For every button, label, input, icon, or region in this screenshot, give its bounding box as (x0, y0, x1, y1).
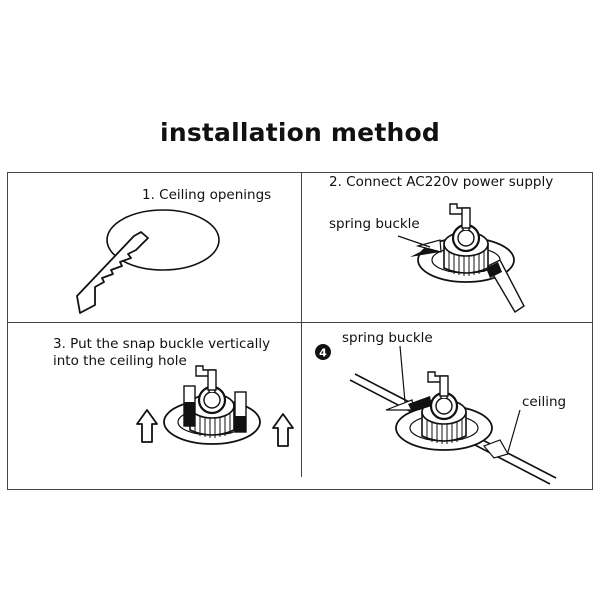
step-1-label: 1. Ceiling openings (142, 187, 272, 203)
up-arrow-icon (272, 413, 294, 447)
step-3-label-line-1: 3. Put the snap buckle vertically (53, 336, 271, 352)
panel-divider-vertical (301, 172, 302, 477)
saw-icon (76, 209, 220, 314)
step-3-label-line-2: into the ceiling hole (53, 353, 187, 369)
step-number-badge-icon: 4 (315, 344, 331, 360)
up-arrow-icon (136, 409, 158, 443)
step-4-spring-buckle-label: spring buckle (342, 330, 433, 346)
diagram-frame (7, 172, 593, 490)
panel-divider-horizontal (7, 322, 593, 323)
page-title: installation method (160, 118, 440, 147)
step-2-label: 2. Connect AC220v power supply (329, 174, 554, 190)
step-4-ceiling-label: ceiling (522, 394, 567, 410)
step-4-number: 4 (319, 347, 327, 360)
step-2-spring-buckle-label: spring buckle (329, 216, 420, 232)
